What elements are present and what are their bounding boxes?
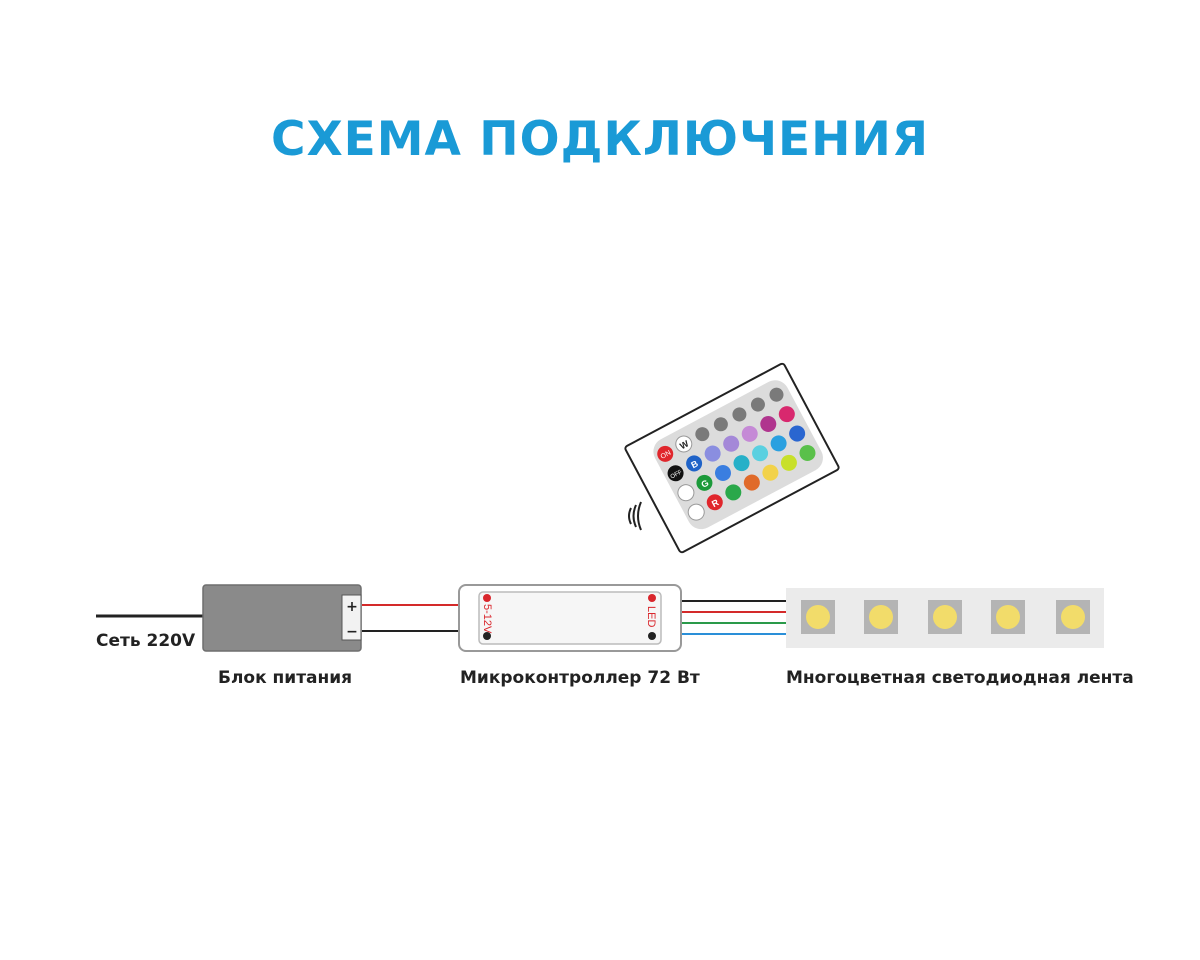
remote-color-button bbox=[741, 425, 758, 442]
remote-off-button bbox=[667, 465, 684, 482]
controller-input-label: 5-12V bbox=[481, 604, 493, 634]
led-strip-label: Многоцветная светодиодная лента bbox=[786, 668, 1134, 688]
remote-mode-button bbox=[769, 387, 784, 402]
svg-text:R: R bbox=[710, 497, 721, 509]
remote-color-button bbox=[743, 474, 760, 491]
svg-text:B: B bbox=[689, 458, 700, 470]
power-supply-unit: + − bbox=[202, 584, 362, 652]
remote-brightness-down-icon bbox=[687, 503, 705, 521]
remote-color-button bbox=[714, 464, 731, 481]
controller-input-minus-icon bbox=[483, 632, 491, 640]
remote-w-button bbox=[675, 435, 693, 453]
ir-signal-icon bbox=[628, 501, 642, 531]
led-chip bbox=[928, 600, 962, 634]
remote-mode-button bbox=[732, 407, 747, 422]
remote-on-button bbox=[657, 445, 674, 462]
remote-color-button bbox=[752, 445, 769, 462]
remote-color-button bbox=[733, 455, 750, 472]
svg-text:ON: ON bbox=[660, 450, 673, 461]
power-supply-label: Блок питания bbox=[218, 668, 353, 688]
remote-color-button bbox=[762, 464, 779, 481]
led-chip bbox=[864, 600, 898, 634]
remote-brightness-up-icon bbox=[677, 484, 695, 502]
svg-text:G: G bbox=[699, 478, 710, 490]
remote-mode-button bbox=[695, 427, 710, 442]
page-title: СХЕМА ПОДКЛЮЧЕНИЯ bbox=[270, 112, 930, 167]
svg-text:OFF: OFF bbox=[670, 469, 684, 480]
psu-minus-terminal: − bbox=[346, 624, 358, 640]
remote-color-button bbox=[770, 435, 787, 452]
led-chip bbox=[1056, 600, 1090, 634]
controller-unit: 5-12V LED bbox=[458, 584, 682, 652]
remote-color-button bbox=[789, 425, 806, 442]
controller-input-plus-icon bbox=[483, 594, 491, 602]
remote-control: ON OFF W B G R bbox=[624, 362, 840, 554]
controller-output-plus-icon bbox=[648, 594, 656, 602]
remote-mode-button bbox=[713, 417, 728, 432]
controller-output-label: LED bbox=[645, 606, 657, 627]
mains-label: Сеть 220V bbox=[96, 631, 196, 651]
remote-b-button bbox=[686, 455, 703, 472]
remote-mode-button bbox=[750, 397, 765, 412]
controller-label: Микроконтроллер 72 Вт bbox=[460, 668, 700, 688]
remote-g-button bbox=[696, 474, 713, 491]
led-chip bbox=[801, 600, 835, 634]
remote-color-button bbox=[780, 454, 797, 471]
remote-r-button bbox=[706, 494, 723, 511]
remote-color-button bbox=[723, 435, 740, 452]
psu-plus-terminal: + bbox=[346, 599, 358, 615]
controller-output-minus-icon bbox=[648, 632, 656, 640]
remote-color-button bbox=[799, 444, 816, 461]
remote-color-button bbox=[760, 415, 777, 432]
led-strip bbox=[786, 588, 1104, 648]
psu-terminal-block bbox=[341, 594, 362, 641]
remote-color-button bbox=[778, 406, 795, 423]
led-chip bbox=[991, 600, 1025, 634]
remote-color-button bbox=[704, 445, 721, 462]
remote-color-button bbox=[725, 484, 742, 501]
